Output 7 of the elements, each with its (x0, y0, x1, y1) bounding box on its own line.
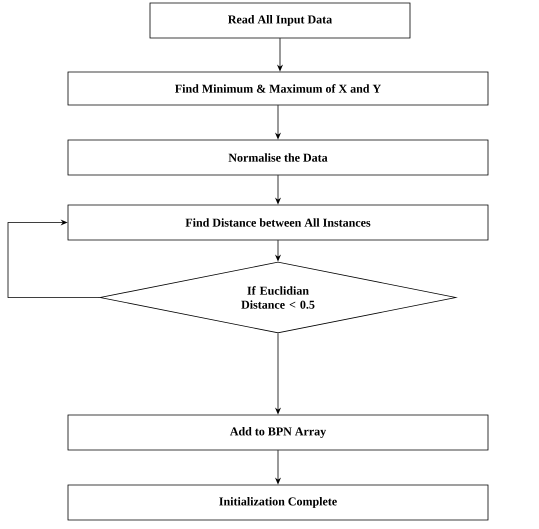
process-box: Find Minimum & Maximum of X and Y (68, 72, 488, 106)
process-box: Normalise the Data (68, 140, 488, 176)
process-box: Initialization Complete (68, 484, 488, 520)
process-box: Add to BPN Array (68, 414, 488, 450)
process-box: Find Distance between All Instances (68, 204, 488, 240)
process-box: Read All Input Data (150, 2, 410, 38)
arrow (8, 219, 100, 298)
